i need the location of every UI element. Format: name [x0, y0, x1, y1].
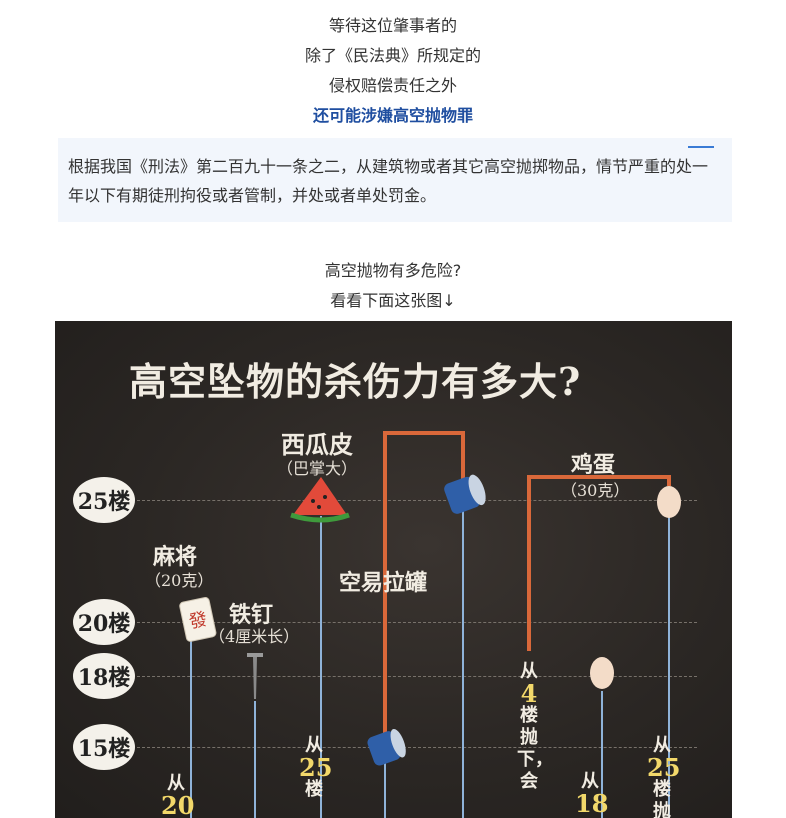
- from-18-pre: 从: [581, 771, 599, 792]
- floor-line-20: [137, 622, 697, 623]
- floor-badge-20: 20楼: [73, 599, 135, 645]
- from-25b-num: 25: [647, 753, 681, 782]
- egg-icon-18: [590, 657, 614, 689]
- intro-line-3: 侵权赔偿责任之外: [328, 76, 457, 95]
- intro-line-2: 除了《民法典》所规定的: [304, 46, 481, 65]
- question-line-2: 看看下面这张图↓: [330, 291, 456, 310]
- can-connector: [383, 431, 465, 741]
- from-18-num: 18: [575, 789, 609, 818]
- floor-line-25: [137, 500, 697, 501]
- mahjong-sub: （20克）: [145, 571, 214, 590]
- svg-text:發: 發: [187, 609, 209, 633]
- egg-icon-25: [657, 486, 681, 518]
- from-20-text: 从 20: [161, 773, 195, 818]
- from-4-num: 4: [520, 679, 538, 708]
- intro-line-1: 等待这位肇事者的: [328, 16, 457, 35]
- floor-badge-18: 18楼: [73, 653, 135, 699]
- mahjong-tile-icon: 發: [179, 597, 217, 642]
- can-icon-15: [367, 728, 406, 766]
- watermelon-icon: [290, 477, 350, 523]
- infographic-title: 高空坠物的杀伤力有多大?: [129, 359, 582, 404]
- intro-line-emphasis: 还可能涉嫌高空抛物罪: [312, 106, 473, 125]
- from-25a-num: 25: [299, 753, 333, 782]
- infographic-drawing: 發: [179, 431, 681, 818]
- quote-mark-icon: [688, 146, 714, 148]
- from-4-pre: 从: [520, 661, 538, 682]
- from-20-pre: 从: [167, 773, 185, 794]
- from-4-post: 楼抛下，会: [517, 705, 553, 792]
- falling-objects-infographic: 高空坠物的杀伤力有多大?: [55, 321, 732, 818]
- egg-connector: [527, 475, 671, 651]
- law-quote-text: 根据我国《刑法》第二百九十一条之二，从建筑物或者其它高空抛掷物品，情节严重的处一…: [68, 157, 709, 205]
- egg-label: 鸡蛋: [571, 452, 616, 478]
- from-25a-pre: 从: [305, 735, 323, 756]
- from-18-text: 从 18: [575, 771, 609, 818]
- watermelon-label: 西瓜皮: [281, 430, 353, 459]
- from-25b-post: 楼抛: [653, 779, 671, 818]
- floor-line-18: [137, 676, 697, 677]
- nail-sub: （4厘米长）: [209, 627, 300, 646]
- law-quote-block: 根据我国《刑法》第二百九十一条之二，从建筑物或者其它高空抛掷物品，情节严重的处一…: [58, 138, 732, 222]
- can-label: 空易拉罐: [339, 570, 428, 596]
- egg-sub: （30克）: [561, 481, 630, 500]
- from-25a-post: 楼: [305, 779, 323, 800]
- watermelon-sub: （巴掌大）: [277, 459, 358, 478]
- can-icon-25: [444, 474, 486, 514]
- from-25b-pre: 从: [653, 735, 671, 756]
- floor-line-15: [137, 747, 697, 748]
- mahjong-label: 麻将: [153, 544, 198, 570]
- floor-badge-15: 15楼: [73, 724, 135, 770]
- from-20-num: 20: [161, 791, 195, 818]
- nail-icon: [247, 653, 263, 699]
- question-line-1: 高空抛物有多危险?: [324, 261, 462, 280]
- floor-badge-25: 25楼: [73, 477, 135, 523]
- nail-label: 铁钉: [229, 602, 274, 628]
- from-4-text: 从 4 楼抛下，会: [517, 661, 553, 793]
- from-25-text-b: 从 25 楼抛: [647, 735, 681, 818]
- from-25-text-a: 从 25 楼: [299, 735, 333, 801]
